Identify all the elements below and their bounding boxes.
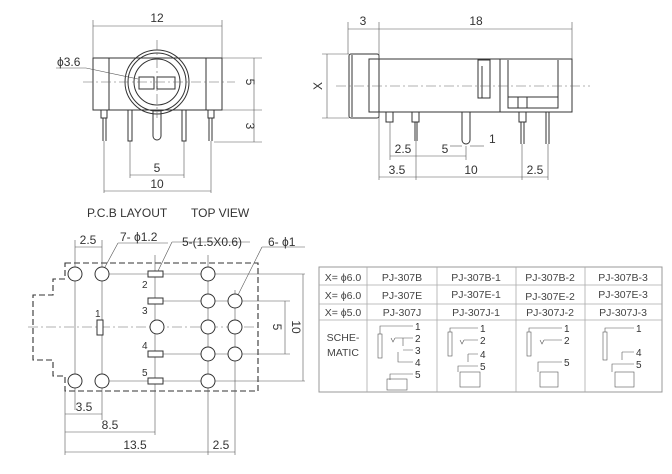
schematic-pin: 3 bbox=[415, 346, 421, 357]
front-body bbox=[92, 57, 223, 111]
schematic-pin: 1 bbox=[636, 324, 642, 335]
dim-3-5: 3.5 bbox=[76, 400, 93, 414]
dim-pin-outer: 10 bbox=[150, 177, 164, 191]
dim-e: 10 bbox=[464, 163, 478, 177]
dim-c: 1 bbox=[489, 132, 496, 146]
table-cell: PJ-307E-2 bbox=[525, 291, 575, 303]
schematic-pin: 1 bbox=[564, 324, 570, 335]
side-view: 3 18 X 2.5 5 1 3.5 10 2.5 bbox=[311, 14, 590, 180]
schematic-pin: 4 bbox=[415, 358, 421, 369]
holes-small-note: 6- ϕ1 bbox=[268, 235, 296, 249]
table-cell: PJ-307B-1 bbox=[451, 272, 501, 284]
table-cell: PJ-307J-1 bbox=[452, 307, 500, 319]
schematic-pin: 4 bbox=[636, 348, 642, 359]
slots-note: 5-(1.5X0.6) bbox=[182, 235, 242, 249]
table-cell: PJ-307J-2 bbox=[526, 307, 574, 319]
schematic-pin: 5 bbox=[564, 358, 570, 369]
table-cell: X= ϕ6.0 bbox=[325, 290, 362, 302]
dim-cap: 3 bbox=[360, 14, 367, 28]
dim-2-5: 2.5 bbox=[213, 438, 230, 452]
dim-height: 5 bbox=[243, 79, 257, 86]
dim-f: 2.5 bbox=[527, 163, 544, 177]
dim-a: 2.5 bbox=[395, 142, 412, 156]
pcb-layout: P.C.B LAYOUT TOP VIEW 1 2 3 4 5 2.5 7- ϕ… bbox=[28, 206, 305, 455]
schematic-label: SCHE- bbox=[327, 332, 360, 344]
table-cell: PJ-307J bbox=[383, 307, 422, 319]
dim-b: 5 bbox=[442, 142, 449, 156]
pcb-title: P.C.B LAYOUT bbox=[87, 206, 168, 220]
dim-d: 3.5 bbox=[389, 163, 406, 177]
dim-outer-v: 10 bbox=[289, 320, 303, 334]
schematic-pin: 1 bbox=[480, 324, 486, 335]
side-body bbox=[368, 58, 573, 113]
pin-label-4: 4 bbox=[142, 341, 148, 352]
model-table: X= ϕ6.0 PJ-307B PJ-307B-1 PJ-307B-2 PJ-3… bbox=[318, 266, 663, 393]
pcb-outline bbox=[32, 262, 259, 392]
schematic-pin: 1 bbox=[415, 322, 421, 333]
dim-pin-length: 3 bbox=[243, 123, 257, 130]
pin-label-2: 2 bbox=[142, 280, 148, 291]
dim-pitch: 2.5 bbox=[80, 233, 97, 247]
front-view: 12 ϕ3.6 5 3 5 10 bbox=[56, 11, 262, 193]
pcb-subtitle: TOP VIEW bbox=[191, 206, 250, 220]
schematic-pin: 4 bbox=[480, 350, 486, 361]
pin-label-1: 1 bbox=[95, 309, 101, 320]
dim-width: 12 bbox=[150, 11, 164, 25]
schematic-pin: 2 bbox=[480, 336, 486, 347]
schematic-pin: 5 bbox=[415, 370, 421, 381]
dim-13-5: 13.5 bbox=[123, 438, 147, 452]
schematic-pin: 2 bbox=[415, 334, 421, 345]
table-cell: PJ-307E bbox=[382, 290, 422, 302]
schematic-pin: 5 bbox=[636, 360, 642, 371]
table-cell: PJ-307E-3 bbox=[598, 289, 648, 301]
table-cell: PJ-307B-3 bbox=[598, 272, 648, 284]
table-cell: PJ-307B-2 bbox=[525, 272, 575, 284]
pin-label-3: 3 bbox=[142, 306, 148, 317]
dim-pin-inner: 5 bbox=[154, 161, 161, 175]
dim-inner-v: 5 bbox=[270, 324, 284, 331]
table-cell: PJ-307E-1 bbox=[451, 289, 501, 301]
schematic-symbol bbox=[377, 325, 635, 391]
schematic-label: MATIC bbox=[327, 347, 359, 359]
schematic-pin: 5 bbox=[480, 362, 486, 373]
dim-hole: ϕ3.6 bbox=[57, 55, 81, 69]
pcb-holes bbox=[67, 266, 243, 389]
schematic-pin: 2 bbox=[564, 336, 570, 347]
dim-x: X bbox=[311, 82, 325, 90]
dim-8-5: 8.5 bbox=[102, 418, 119, 432]
pin-label-5: 5 bbox=[142, 368, 148, 379]
dim-length: 18 bbox=[469, 14, 483, 28]
table-cell: X= ϕ5.0 bbox=[325, 307, 362, 319]
table-cell: PJ-307J-3 bbox=[599, 307, 647, 319]
table-cell: PJ-307B bbox=[382, 272, 422, 284]
holes-large-note: 7- ϕ1.2 bbox=[120, 230, 158, 244]
table-cell: X= ϕ6.0 bbox=[325, 272, 362, 284]
